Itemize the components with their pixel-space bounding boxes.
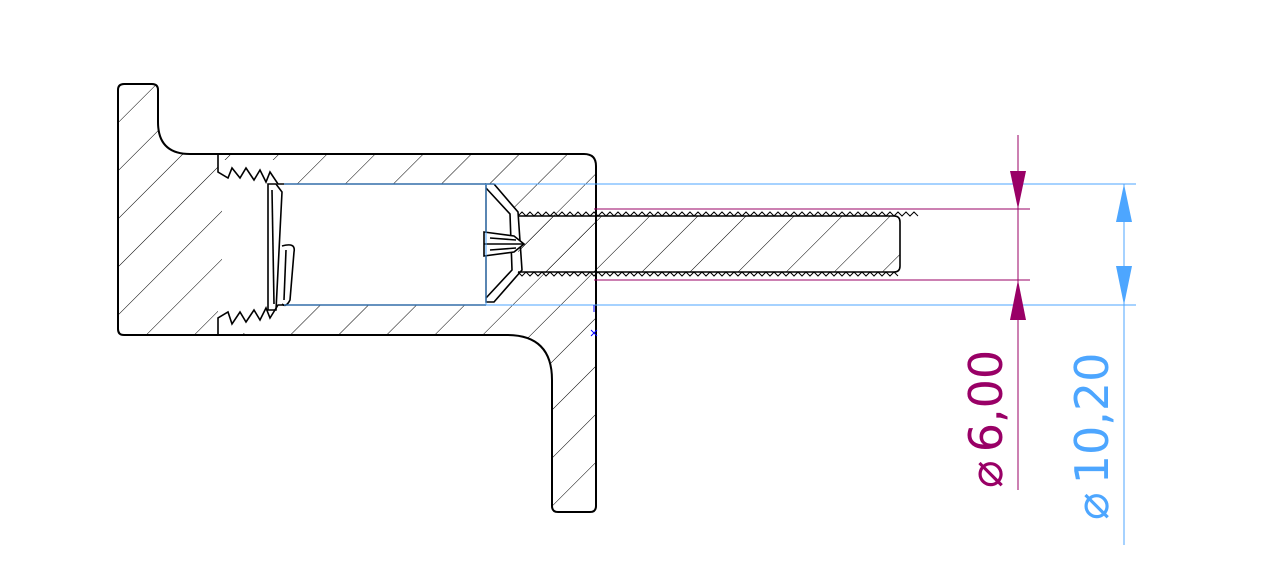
shank-thread-top: [517, 211, 919, 217]
diameter-symbol-outer: ⌀: [1065, 492, 1119, 520]
housing-outline: [117, 83, 597, 513]
dimension-inner: ⌀ 6,00: [959, 135, 1026, 490]
housing-section: [117, 83, 597, 513]
shank-thread-bottom: [517, 271, 899, 277]
arrow-up-outer: [1116, 184, 1132, 222]
dimension-value-inner: 6,00: [959, 350, 1013, 452]
svg-text:⌀6,00: ⌀ 6,00: [959, 350, 1013, 488]
arrow-down-outer: [1116, 266, 1132, 305]
arrow-down-inner: [1010, 171, 1026, 209]
shank-outline: [518, 215, 901, 273]
shank-extension-lines: [594, 208, 1030, 281]
diameter-symbol-inner: ⌀: [959, 460, 1013, 488]
dimension-value-outer: 10,20: [1065, 353, 1119, 485]
arrow-up-inner: [1010, 280, 1026, 320]
sketch-points: [590, 305, 598, 337]
svg-text:⌀10,20: ⌀ 10,20: [1065, 353, 1119, 520]
bore-reference-lines: [284, 183, 1136, 306]
screw-shank: [517, 211, 919, 277]
dimension-outer: ⌀ 10,20: [1065, 184, 1132, 545]
